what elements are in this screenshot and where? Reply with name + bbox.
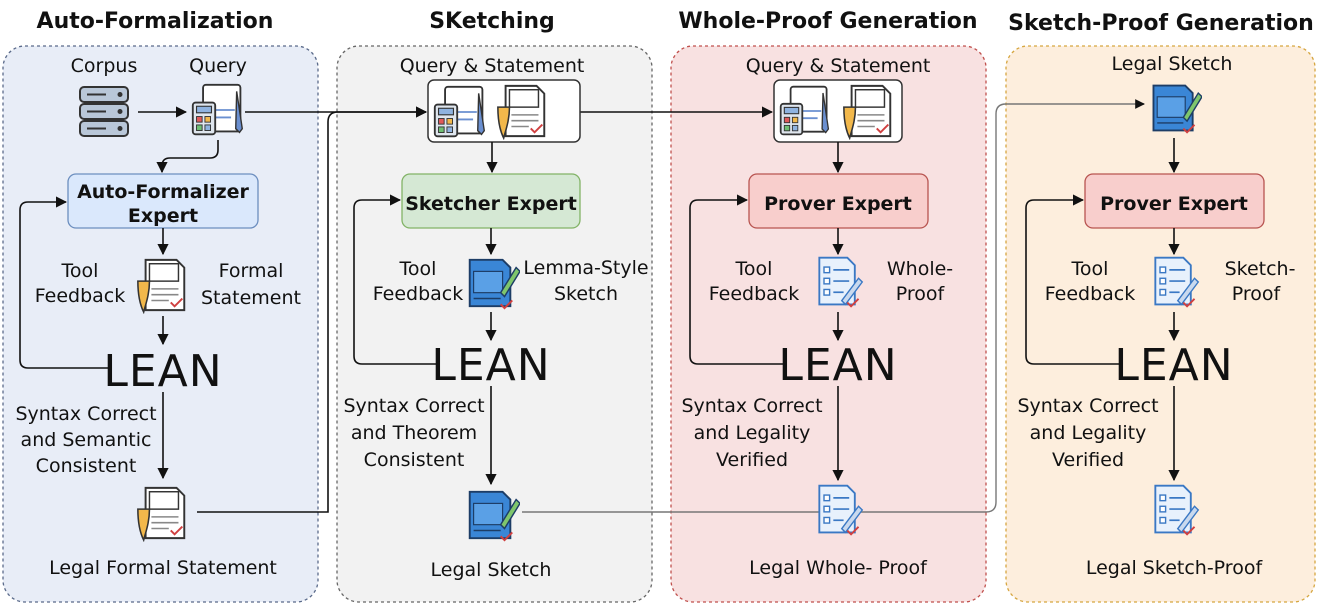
arrow-query-to-formalizer bbox=[156, 140, 219, 174]
arrow-statement-to-sketching bbox=[197, 106, 428, 513]
check-label-line2: and Legality bbox=[1030, 422, 1147, 444]
lean-logo: LEAN bbox=[778, 340, 897, 391]
check-label-line3: Verified bbox=[1052, 449, 1124, 471]
check-label-line3: Consistent bbox=[36, 455, 137, 477]
check-label-line1: Syntax Correct bbox=[681, 395, 822, 417]
tool-feedback-label: Tool bbox=[399, 258, 437, 280]
auto-formalizer-expert-label-2: Expert bbox=[128, 205, 198, 227]
feedback-loop-prover-2 bbox=[1025, 194, 1121, 365]
corpus-label: Corpus bbox=[71, 55, 138, 77]
check-label-line3: Consistent bbox=[364, 449, 465, 471]
prover-expert-label-2: Prover Expert bbox=[1100, 193, 1248, 215]
query-label: Query bbox=[189, 55, 247, 77]
legal-sketch-proof-label: Legal Sketch-Proof bbox=[1086, 557, 1264, 579]
legal-formal-statement-label: Legal Formal Statement bbox=[49, 557, 277, 579]
arrow-sketch-to-sketch-proof bbox=[522, 99, 1145, 513]
check-label-line1: Syntax Correct bbox=[343, 395, 484, 417]
check-label-line2: and Semantic bbox=[21, 429, 152, 451]
legal-whole-proof-label: Legal Whole- Proof bbox=[749, 557, 928, 579]
legal-sketch-input-label: Legal Sketch bbox=[1112, 53, 1233, 75]
tool-feedback-label-2: Feedback bbox=[1045, 283, 1135, 305]
statement-icon bbox=[842, 84, 892, 140]
legal-sketch-label: Legal Sketch bbox=[431, 559, 552, 581]
lean-logo: LEAN bbox=[103, 346, 222, 397]
tool-feedback-label: Tool bbox=[735, 258, 773, 280]
formal-statement-icon bbox=[136, 258, 186, 314]
lean-logo: LEAN bbox=[431, 340, 550, 391]
feedback-loop-prover bbox=[689, 194, 785, 365]
check-label-line2: and Theorem bbox=[351, 422, 477, 444]
tool-feedback-label: Tool bbox=[61, 260, 99, 282]
whole-proof-label-2: Proof bbox=[896, 283, 946, 305]
auto-formalizer-expert-label: Auto-Formalizer bbox=[77, 181, 249, 203]
formal-statement-label: Formal bbox=[219, 260, 284, 282]
prover-expert-label: Prover Expert bbox=[764, 193, 912, 215]
panel-title-sketch-proof: Sketch-Proof Generation bbox=[1008, 11, 1314, 36]
feedback-loop-sketcher bbox=[353, 194, 438, 365]
lemma-style-sketch-label-2: Sketch bbox=[554, 283, 618, 305]
query-statement-label: Query & Statement bbox=[400, 55, 585, 77]
formal-statement-label-2: Statement bbox=[201, 287, 301, 309]
check-label-line3: Verified bbox=[716, 449, 788, 471]
statement-icon bbox=[496, 84, 546, 140]
panel-title-sketching: SKetching bbox=[429, 9, 555, 34]
tool-feedback-label-2: Feedback bbox=[35, 285, 125, 307]
panel-title-auto-formalization: Auto-Formalization bbox=[37, 9, 274, 34]
sketch-proof-label: Sketch- bbox=[1225, 258, 1296, 280]
check-label-line2: and Legality bbox=[694, 422, 811, 444]
query-statement-label: Query & Statement bbox=[746, 55, 931, 77]
whole-proof-label: Whole- bbox=[887, 258, 953, 280]
tool-feedback-label-2: Feedback bbox=[373, 283, 463, 305]
lean-logo: LEAN bbox=[1114, 340, 1233, 391]
feedback-loop-formalizer bbox=[19, 196, 108, 369]
lemma-style-sketch-label: Lemma-Style bbox=[523, 257, 648, 279]
panel-title-whole-proof: Whole-Proof Generation bbox=[678, 9, 977, 34]
sketch-proof-label-2: Proof bbox=[1232, 283, 1282, 305]
tool-feedback-label: Tool bbox=[1071, 258, 1109, 280]
sketcher-expert-label: Sketcher Expert bbox=[405, 193, 577, 215]
database-icon bbox=[78, 85, 130, 138]
check-label-line1: Syntax Correct bbox=[1017, 395, 1158, 417]
legal-statement-icon bbox=[136, 486, 186, 542]
tool-feedback-label-2: Feedback bbox=[709, 283, 799, 305]
check-label-line1: Syntax Correct bbox=[15, 403, 156, 425]
